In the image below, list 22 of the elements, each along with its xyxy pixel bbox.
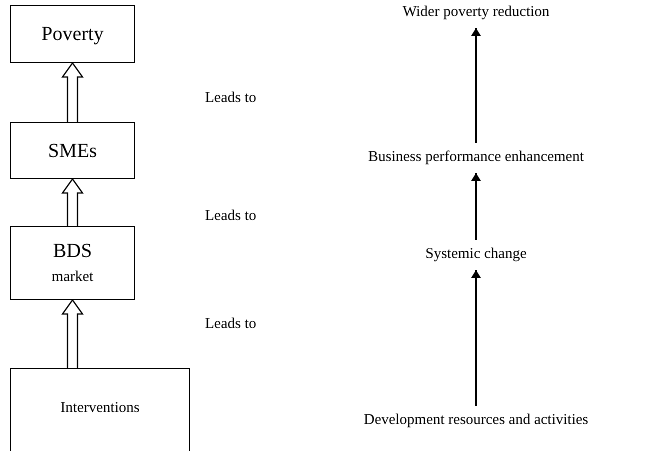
stage-text: Wider poverty reduction	[402, 3, 550, 22]
box-label: Interventions	[60, 399, 140, 418]
arrow	[471, 270, 481, 406]
arrow	[471, 28, 481, 143]
process-box	[10, 122, 135, 179]
box-label: BDS	[53, 239, 92, 264]
stage-text: Development resources and activities	[364, 411, 588, 430]
connector-label: Leads to	[205, 208, 256, 225]
process-box	[10, 226, 135, 300]
hollow-arrow	[61, 62, 84, 123]
box-label: SMEs	[48, 138, 97, 164]
arrow	[471, 173, 481, 240]
box-label: Poverty	[41, 22, 104, 47]
box-label: market	[52, 268, 94, 288]
stage-text: Business performance enhancement	[368, 148, 584, 168]
stage-text: Systemic change	[425, 245, 527, 264]
connector-label: Leads to	[205, 90, 256, 107]
hollow-arrow	[61, 298, 84, 369]
hollow-arrow	[61, 178, 84, 227]
connector-label: Leads to	[205, 316, 256, 333]
process-box	[10, 5, 135, 63]
process-box	[10, 368, 190, 451]
